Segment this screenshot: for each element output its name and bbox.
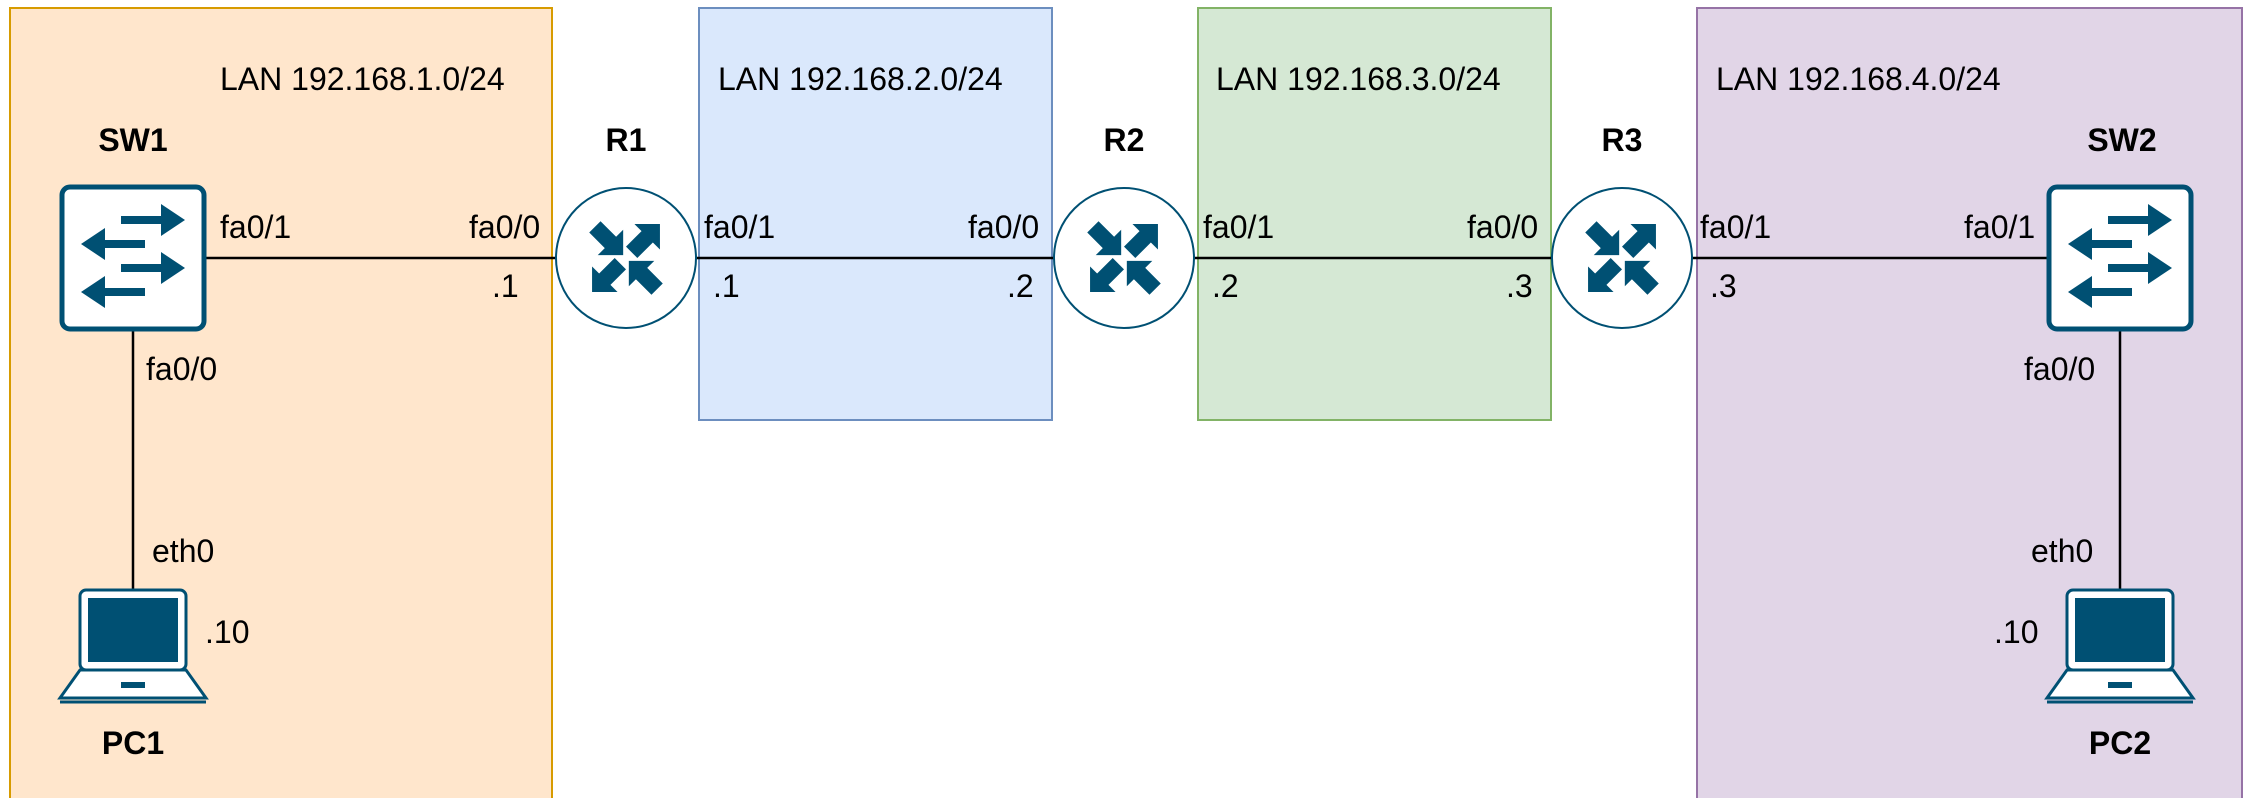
r2-port-fa0-1: fa0/1 [1203,209,1274,245]
r3-addr-lan4: .3 [1710,268,1737,304]
lan-1-label: LAN 192.168.1.0/24 [220,61,505,97]
pc1-laptop-icon[interactable] [58,588,208,704]
r3-router-icon[interactable] [1551,187,1693,329]
r1-addr-lan1: .1 [492,268,519,304]
lan-2-label: LAN 192.168.2.0/24 [718,61,1003,97]
r2-router-icon[interactable] [1053,187,1195,329]
lan-4-label: LAN 192.168.4.0/24 [1716,61,2001,97]
r3-port-fa0-0: fa0/0 [1467,209,1538,245]
pc2-name: PC2 [2089,725,2151,761]
pc1-addr: .10 [205,614,249,650]
sw1-switch-icon[interactable] [62,187,204,329]
r1-port-fa0-0: fa0/0 [469,209,540,245]
pc2-addr: .10 [1994,614,2038,650]
sw1-port-fa0-0: fa0/0 [146,351,217,387]
r1-name: R1 [606,122,647,158]
r1-router-icon[interactable] [555,187,697,329]
r3-name: R3 [1602,122,1643,158]
r2-port-fa0-0: fa0/0 [968,209,1039,245]
sw2-port-fa0-1: fa0/1 [1964,209,2035,245]
sw2-name: SW2 [2087,122,2156,158]
pc1-name: PC1 [102,725,164,761]
sw1-name: SW1 [98,122,167,158]
r2-addr-lan2: .2 [1007,268,1034,304]
r1-port-fa0-1: fa0/1 [704,209,775,245]
r1-addr-lan2: .1 [713,268,740,304]
sw2-switch-icon[interactable] [2049,187,2191,329]
r2-addr-lan3: .2 [1212,268,1239,304]
lan-zone-3 [1197,7,1552,421]
pc2-port-eth0: eth0 [2031,533,2093,569]
pc2-laptop-icon[interactable] [2045,588,2195,704]
lan-zone-2 [698,7,1053,421]
r3-addr-lan3: .3 [1506,268,1533,304]
r2-name: R2 [1104,122,1145,158]
lan-3-label: LAN 192.168.3.0/24 [1216,61,1501,97]
r3-port-fa0-1: fa0/1 [1700,209,1771,245]
pc1-port-eth0: eth0 [152,533,214,569]
sw2-port-fa0-0: fa0/0 [2024,351,2095,387]
sw1-port-fa0-1: fa0/1 [220,209,291,245]
